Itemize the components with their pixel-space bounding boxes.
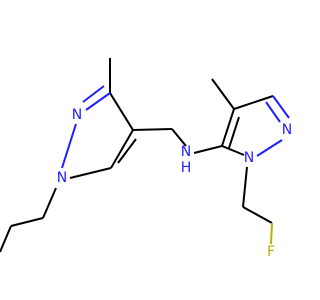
atom-label-n-right-top: N	[282, 122, 292, 138]
bond-c4-ch2	[132, 128, 173, 131]
bond-n2-n1-right	[256, 139, 283, 157]
bond-propyl-2-3	[0, 225, 12, 253]
bond-c5-c4-left	[110, 129, 134, 169]
propyl-chain	[0, 187, 57, 253]
fluoroethyl-chain	[242, 166, 273, 245]
bond-n1-c5-left	[69, 167, 112, 179]
bond-ethyl-1-2	[242, 206, 273, 224]
bond-c3-c4-left	[109, 92, 134, 131]
bond-c3-n2-right-double	[265, 101, 281, 123]
bond-ethyl-f	[270, 222, 273, 245]
bond-c5-c4-right	[221, 108, 235, 147]
bond-c3-n2-left	[85, 92, 111, 111]
bond-c4-c3-right	[233, 95, 274, 110]
bond-methyl-right	[211, 78, 235, 110]
bond-n1-propyl-1	[42, 187, 57, 219]
atom-label-n-left-top: N	[72, 107, 82, 123]
bond-c5-c4-right-double	[228, 116, 240, 149]
atom-label-fluorine: F	[267, 244, 275, 260]
bond-c3-n2-left-double	[82, 85, 105, 103]
atom-label-h-amine: H	[181, 160, 192, 176]
atom-label-n-left-bottom: N	[57, 170, 67, 186]
right-pyrazole-ring	[211, 78, 290, 157]
bond-ch2-nh	[171, 128, 187, 147]
bond-n1-ethyl-1	[242, 166, 248, 208]
left-pyrazole-ring	[61, 58, 137, 179]
atom-label-n-right-bottom: N	[244, 150, 254, 166]
bond-propyl-1-2	[10, 217, 44, 227]
methylene-linker	[132, 128, 223, 154]
bond-c5-c4-left-double	[117, 138, 137, 164]
bond-c3-n2-right	[272, 95, 290, 119]
bond-nh-c5-right	[193, 145, 223, 154]
molecule-diagram: N N N H N N F	[0, 58, 293, 260]
atom-label-n-amine: N	[181, 144, 191, 160]
bond-n1-c5-right	[221, 145, 245, 156]
molecule-structure: N N N H N N F	[0, 58, 292, 260]
bond-n2-n1-left	[61, 123, 77, 169]
